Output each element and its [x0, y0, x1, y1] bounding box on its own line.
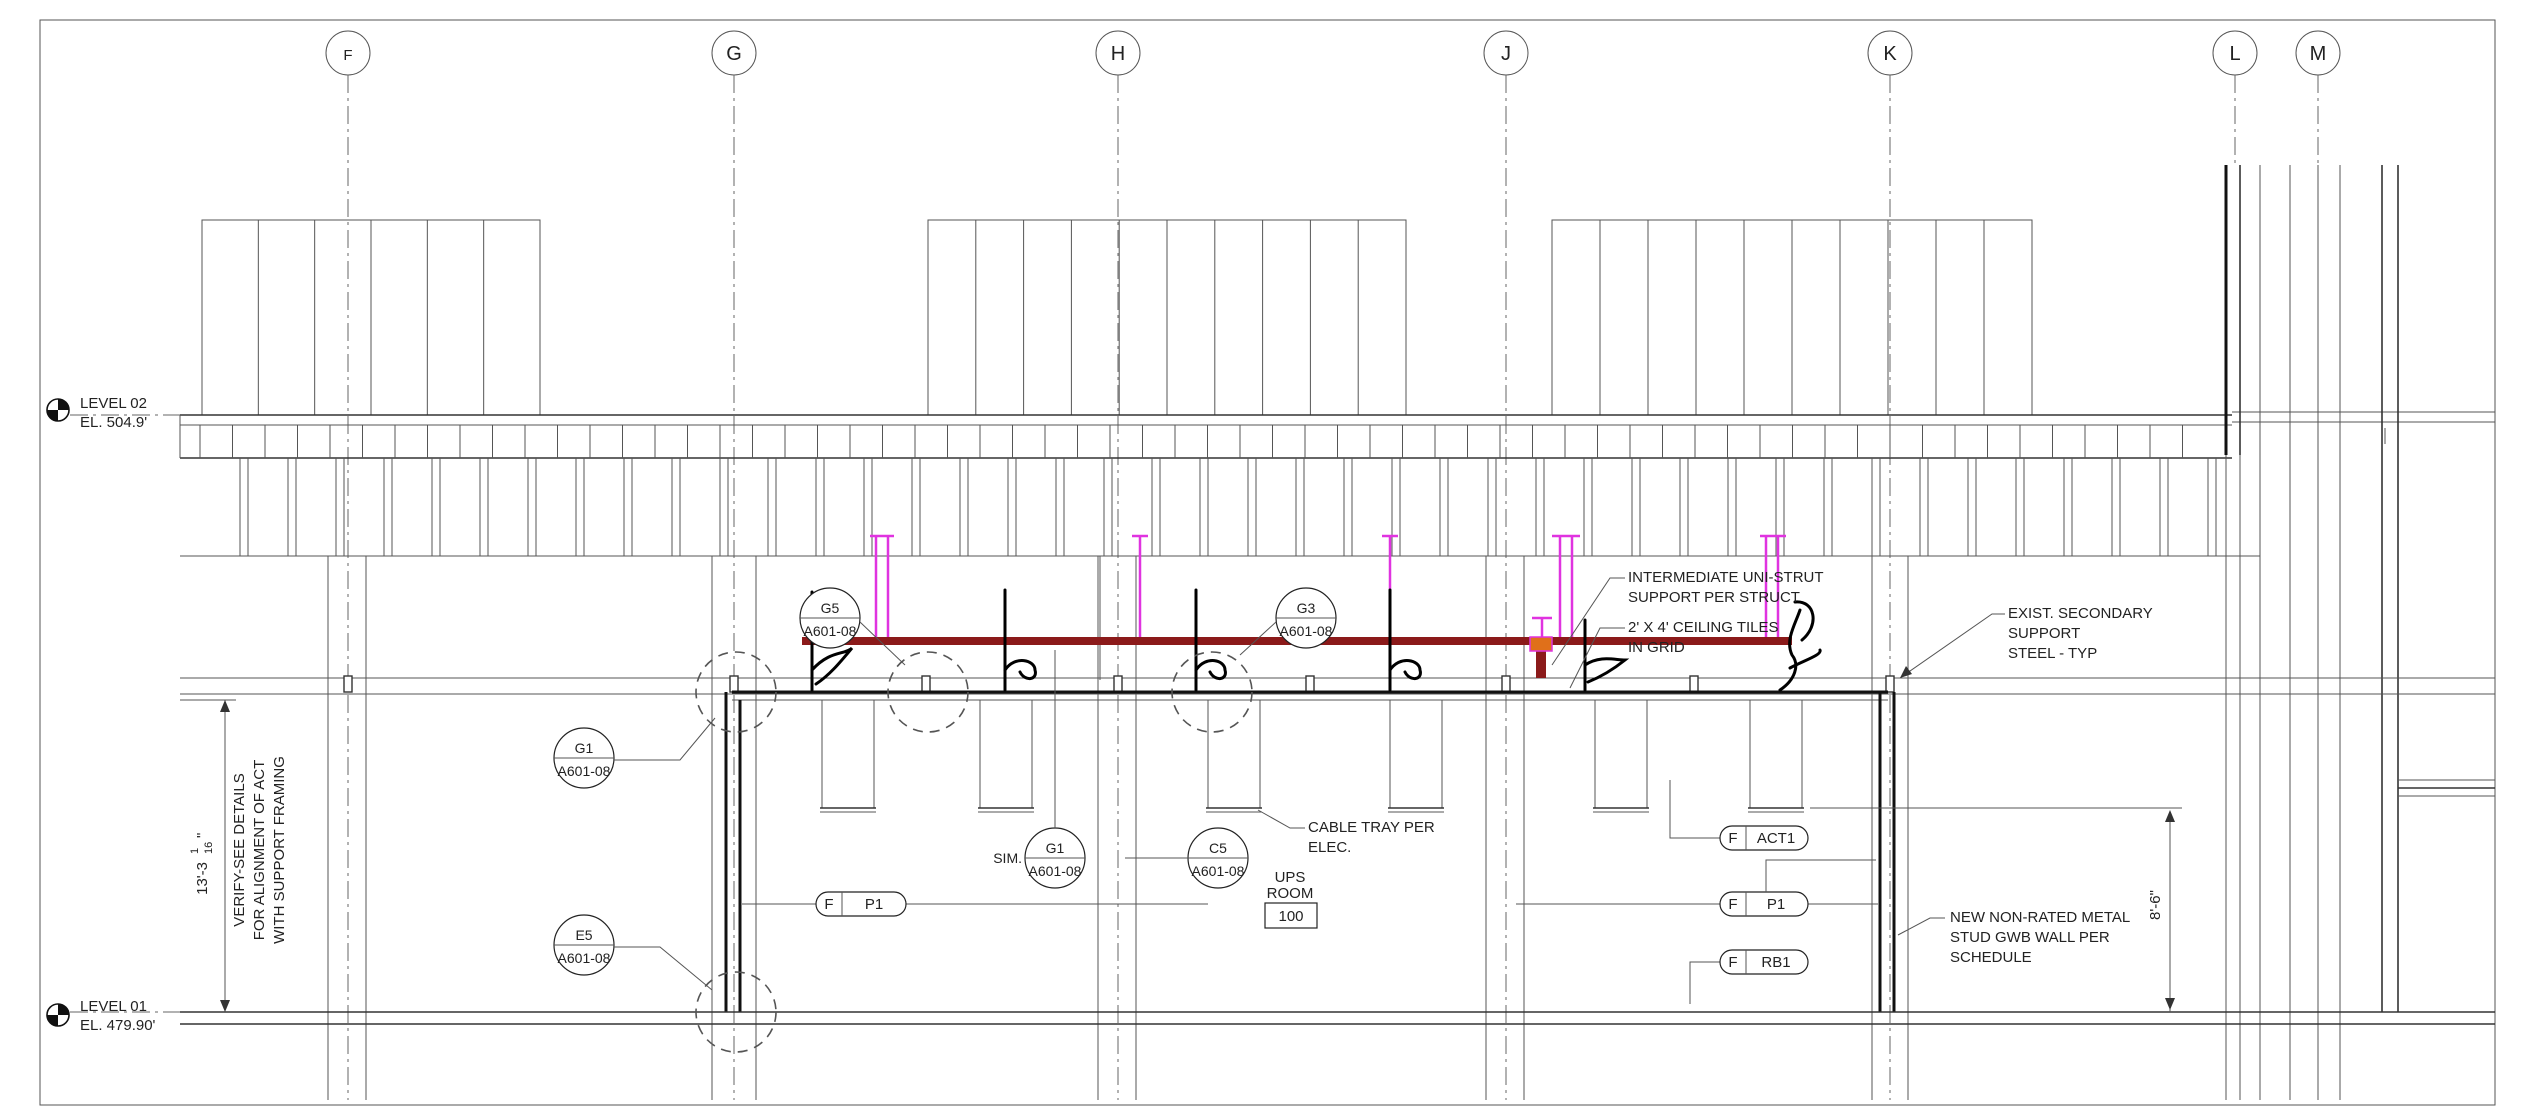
grid-label-h: H [1111, 43, 1125, 65]
section-tag-c5-sheet: A601-08 [1192, 863, 1245, 879]
dimension-overall-main: 13'-3 [194, 862, 211, 895]
grid-line-j: J [1483, 30, 1529, 1100]
level-02-elevation: EL. 504.9' [80, 414, 147, 431]
finish-tag-p1-east-prefix: F [1728, 896, 1737, 913]
section-tag-g1[interactable]: G1 A601-08 [553, 717, 716, 789]
grid-line-l: L [2212, 30, 2258, 165]
dimension-overall: 13'-3 1 16 " [180, 699, 236, 1012]
section-tag-g5-id: G5 [821, 600, 840, 616]
sheet-border [39, 19, 2496, 1106]
finish-tag-p1-west-prefix: F [824, 896, 833, 913]
section-tag-c5[interactable]: C5 A601-08 [1125, 827, 1249, 889]
detail-circles [695, 651, 1253, 1053]
finish-tag-act1[interactable]: F ACT1 [1669, 780, 1809, 851]
clamp-detail [1529, 616, 1553, 678]
section-tag-e5-sheet: A601-08 [558, 950, 611, 966]
note-secondary-steel-line2: SUPPORT [2008, 625, 2080, 642]
note-secondary-steel-line3: STEEL - TYP [2008, 645, 2097, 662]
note-ceiling: 2' X 4' CEILING TILES IN GRID [1569, 619, 1779, 689]
grid-line-h: H [1095, 30, 1141, 1100]
note-verify: VERIFY-SEE DETAILS FOR ALIGNMENT OF ACT … [231, 756, 288, 944]
partition-walls [724, 692, 1896, 1012]
ceiling-line [732, 690, 1888, 701]
room-number: 100 [1278, 908, 1303, 925]
room-tag[interactable]: UPS ROOM 100 [1264, 869, 1318, 929]
note-verify-line1: VERIFY-SEE DETAILS [231, 773, 248, 926]
grid-line-m: M [2295, 30, 2341, 165]
section-tag-g1-sim-prefix: SIM. [993, 850, 1022, 866]
finish-tag-p1-east-code: P1 [1767, 896, 1785, 913]
note-verify-line3: WITH SUPPORT FRAMING [271, 756, 288, 944]
grid-label-l: L [2229, 43, 2240, 65]
note-secondary-steel: EXIST. SECONDARY SUPPORT STEEL - TYP [1899, 605, 2153, 679]
finish-tag-act1-code: ACT1 [1757, 830, 1795, 847]
note-wall-line2: STUD GWB WALL PER [1950, 929, 2110, 946]
level-01-slab [180, 1011, 2495, 1025]
note-cable-tray-line2: ELEC. [1308, 839, 1351, 856]
note-ceiling-line1: 2' X 4' CEILING TILES [1628, 619, 1779, 636]
level-02-name: LEVEL 02 [80, 395, 147, 412]
level-01-name: LEVEL 01 [80, 998, 147, 1015]
note-unistrut: INTERMEDIATE UNI-STRUT SUPPORT PER STRUC… [1551, 569, 1824, 666]
finish-tag-act1-prefix: F [1728, 830, 1737, 847]
note-wall-line1: NEW NON-RATED METAL [1950, 909, 2130, 926]
note-wall-line3: SCHEDULE [1950, 949, 2032, 966]
note-ceiling-line2: IN GRID [1628, 639, 1685, 656]
level-01-marker: LEVEL 01 EL. 479.90' [46, 998, 180, 1034]
section-tag-e5-id: E5 [575, 927, 592, 943]
note-secondary-steel-line1: EXIST. SECONDARY [2008, 605, 2153, 622]
finish-tag-p1-west[interactable]: F P1 [742, 891, 1208, 917]
grid-label-g: G [726, 43, 742, 65]
section-tag-g5-sheet: A601-08 [804, 623, 857, 639]
section-tag-g5[interactable]: G5 A601-08 [799, 587, 906, 666]
dimension-overall-frac-den: 16 [203, 842, 215, 854]
dimension-overall-frac-num: 1 [189, 848, 201, 854]
grid-label-k: K [1883, 43, 1897, 65]
note-cable-tray-line1: CABLE TRAY PER [1308, 819, 1435, 836]
section-tag-e5[interactable]: E5 A601-08 [553, 914, 713, 991]
level-01-elevation: EL. 479.90' [80, 1017, 156, 1034]
finish-tag-rb1-prefix: F [1728, 954, 1737, 971]
room-name-line2: ROOM [1267, 885, 1314, 902]
finish-tag-p1-east[interactable]: F P1 [1516, 859, 1878, 917]
grid-line-k: K [1867, 30, 1913, 1100]
cable-tray-drops [820, 700, 1804, 813]
dimension-overall-tail: " [194, 833, 211, 838]
grid-line-g: G [711, 30, 757, 1100]
east-wall [2224, 165, 2495, 1100]
dimension-ceiling: 8'-6" [1810, 807, 2182, 1012]
section-tag-g1-sim-id: G1 [1046, 840, 1065, 856]
finish-tag-rb1[interactable]: F RB1 [1689, 949, 1809, 1004]
section-tag-g1-sim[interactable]: SIM. G1 A601-08 [993, 650, 1086, 889]
grid-label-m: M [2310, 43, 2327, 65]
upper-panels [201, 219, 2033, 416]
note-wall: NEW NON-RATED METAL STUD GWB WALL PER SC… [1897, 909, 2130, 966]
grid-label-f: F [343, 47, 352, 64]
finish-tag-rb1-code: RB1 [1761, 954, 1790, 971]
secondary-steel [180, 675, 2495, 695]
section-tag-g3-sheet: A601-08 [1280, 623, 1333, 639]
level-02-marker: LEVEL 02 EL. 504.9' [46, 395, 180, 431]
columns [327, 556, 1909, 1100]
note-verify-line2: FOR ALIGNMENT OF ACT [251, 760, 268, 941]
room-name-line1: UPS [1275, 869, 1306, 886]
grid-lines: F G H J K L M [325, 30, 2341, 1100]
section-tag-g3-id: G3 [1297, 600, 1316, 616]
note-unistrut-line1: INTERMEDIATE UNI-STRUT [1628, 569, 1824, 586]
note-unistrut-line2: SUPPORT PER STRUCT [1628, 589, 1800, 606]
section-tag-g1-sheet: A601-08 [558, 763, 611, 779]
level-02-slab [179, 411, 2495, 557]
grid-label-j: J [1501, 43, 1511, 65]
section-tag-g3[interactable]: G3 A601-08 [1239, 587, 1337, 656]
finish-tag-p1-west-code: P1 [865, 896, 883, 913]
dimension-ceiling-height: 8'-6" [2147, 890, 2164, 920]
note-cable-tray: CABLE TRAY PER ELEC. [1257, 809, 1435, 856]
section-tag-g1-id: G1 [575, 740, 594, 756]
hanger-rods [870, 534, 1786, 637]
section-tag-c5-id: C5 [1209, 840, 1227, 856]
grid-line-f: F [325, 30, 371, 1100]
section-tag-g1-sim-sheet: A601-08 [1029, 863, 1082, 879]
